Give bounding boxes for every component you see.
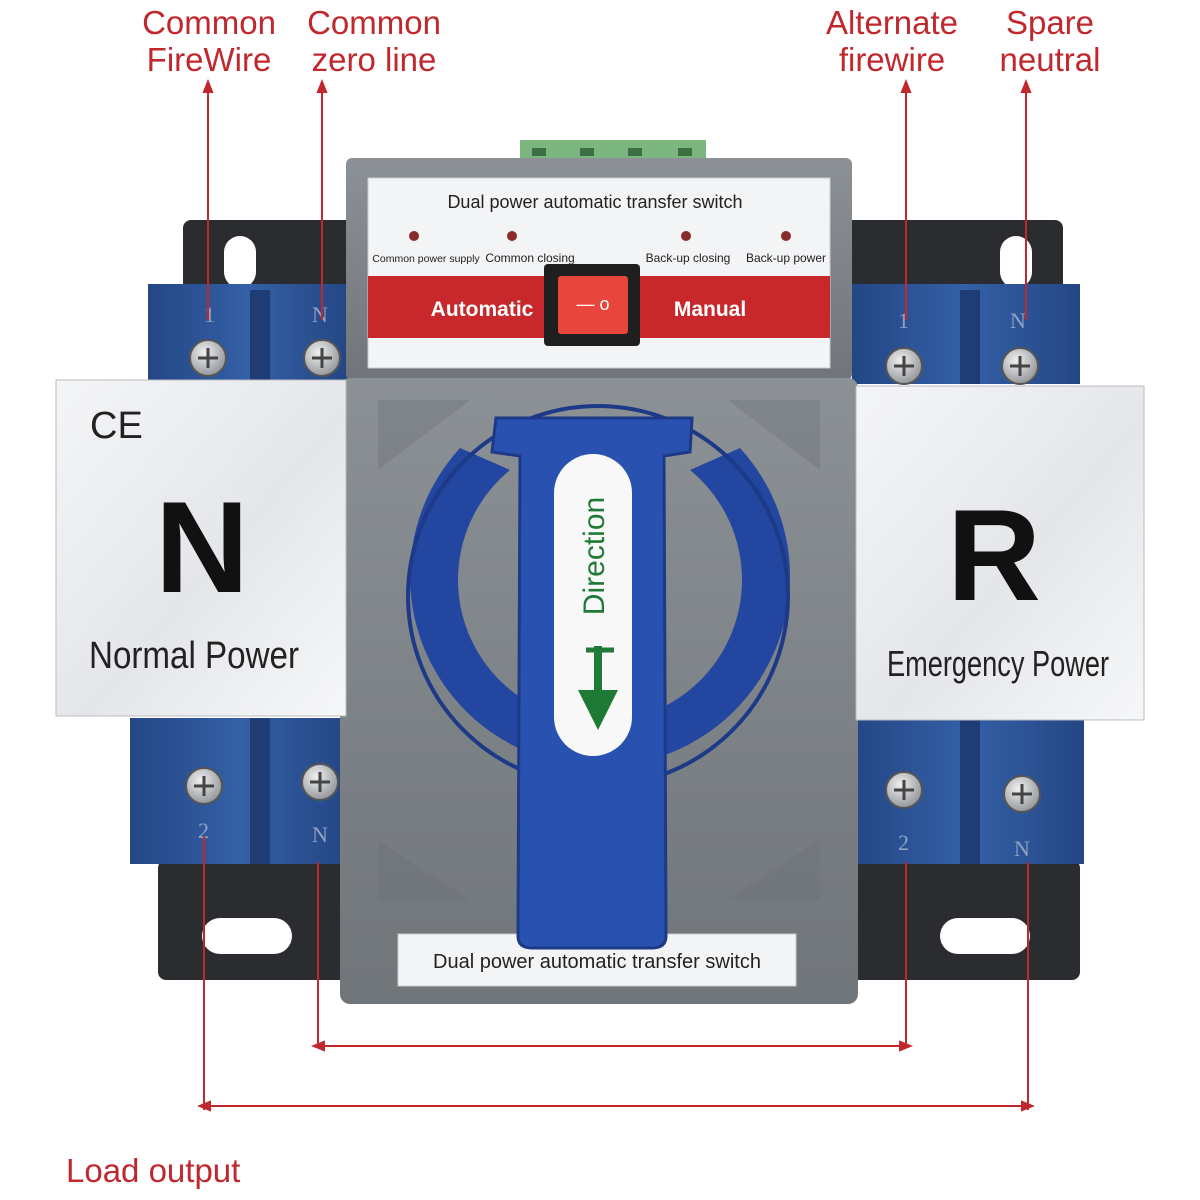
top-device-label: Dual power automatic transfer switch	[447, 192, 742, 212]
callout-spare-neutral-line1: Spare	[1005, 4, 1095, 41]
led-indicator-common-power	[409, 231, 419, 241]
emergency-panel-caption: Emergency Power	[887, 643, 1109, 684]
callout-common-firewire-line2: FireWire	[146, 41, 272, 78]
terminal-label: N	[312, 302, 328, 327]
bottom-device-label: Dual power automatic transfer switch	[433, 951, 761, 973]
screw-icon	[1003, 775, 1041, 813]
callout-load-output: Load output	[66, 1152, 241, 1189]
screw-icon	[1001, 347, 1039, 385]
terminal-label: 2	[198, 818, 209, 843]
led-indicator-backup-power	[781, 231, 791, 241]
callout-common-firewire: Common FireWire	[132, 4, 286, 78]
mode-label-manual: Manual	[674, 298, 746, 321]
handle-direction-text: Direction	[578, 497, 611, 615]
terminal-label: 1	[204, 302, 215, 327]
terminal-label: N	[312, 822, 328, 847]
arrow-down-icon	[578, 646, 618, 730]
mode-rocker-switch[interactable]: — o	[544, 264, 640, 346]
rotary-handle[interactable]: Direction	[406, 404, 791, 950]
emergency-panel-letter: R	[947, 482, 1041, 628]
terminal-label: N	[1010, 308, 1026, 333]
callout-alternate-firewire: Alternate firewire	[812, 4, 972, 78]
terminal-label: 1	[898, 308, 909, 333]
indicator-label-backup-power: Back-up power	[746, 251, 826, 265]
indicator-label-common-power: Common power supply	[372, 253, 480, 265]
emergency-power-panel	[855, 385, 1145, 721]
screw-icon	[301, 763, 339, 801]
terminal-label: 2	[898, 830, 909, 855]
screw-icon	[185, 767, 223, 805]
indicator-label-common-closing: Common closing	[485, 251, 574, 265]
normal-power-panel	[55, 379, 347, 717]
callout-common-firewire-line1: Common	[142, 4, 276, 41]
callout-common-zero-line-line1: Common	[307, 4, 441, 41]
screw-icon	[885, 771, 923, 809]
led-indicator-common-closing	[507, 231, 517, 241]
screw-icon	[189, 339, 227, 377]
callout-spare-neutral: Spare neutral	[984, 4, 1116, 78]
control-connector	[520, 140, 706, 162]
mode-label-automatic: Automatic	[431, 298, 534, 321]
led-indicator-backup-closing	[681, 231, 691, 241]
terminal-label: N	[1014, 836, 1030, 861]
callout-alternate-firewire-line1: Alternate	[825, 4, 959, 41]
screw-icon	[885, 347, 923, 385]
rocker-symbols: — o	[576, 294, 609, 314]
callout-common-zero-line: Common zero line	[294, 4, 454, 78]
ce-mark: CE	[90, 405, 143, 447]
callout-common-zero-line-line2: zero line	[311, 41, 437, 78]
normal-panel-letter: N	[155, 474, 249, 620]
indicator-label-backup-closing: Back-up closing	[646, 251, 731, 265]
screw-icon	[303, 339, 341, 377]
callout-spare-neutral-line2: neutral	[999, 41, 1101, 78]
normal-panel-caption: Normal Power	[89, 635, 299, 677]
callout-alternate-firewire-line2: firewire	[838, 41, 946, 78]
